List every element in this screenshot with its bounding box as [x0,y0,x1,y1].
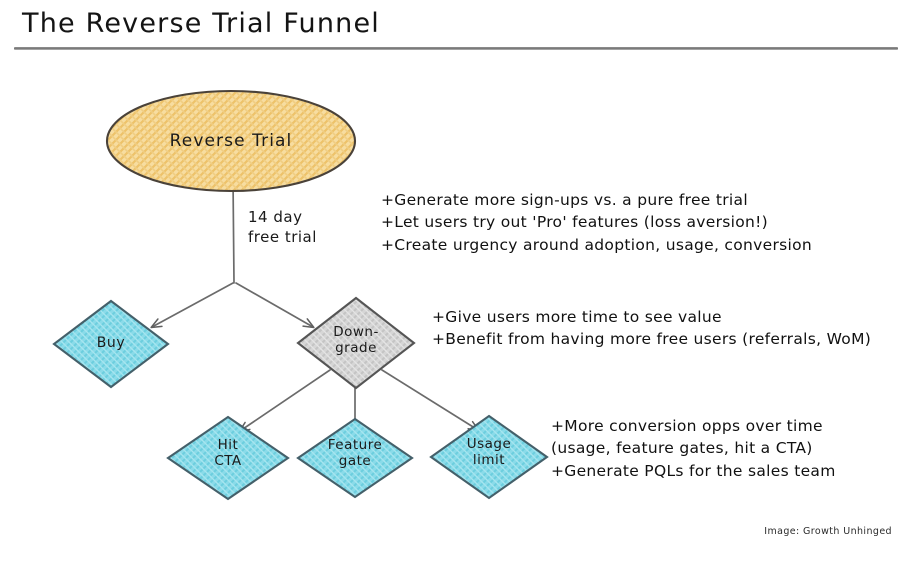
node-buy[interactable] [52,299,170,389]
connectors [150,177,480,434]
edge-root-to-downgrade [235,282,315,329]
annotation-line: +Generate PQLs for the sales team [551,461,836,480]
node-usage-limit[interactable] [429,414,549,500]
node-hit-cta[interactable] [166,415,290,501]
edge-root-to-buy [150,282,234,329]
annotation-line: +Give users more time to see value [432,308,722,326]
edge-downgrade-to-hit-cta [238,369,331,433]
annotation-line: (usage, feature gates, hit a CTA) [551,439,813,458]
image-credit: Image: Growth Unhinged [764,526,892,537]
node-downgrade[interactable] [296,296,416,390]
edge-downgrade-to-usage-limit [381,369,480,432]
annotation-line: +Let users try out 'Pro' features (loss … [381,213,769,232]
node-feature-gate[interactable] [296,417,414,499]
page-title: The Reverse Trial Funnel [22,8,380,39]
annotation-line: +Generate more sign-ups vs. a pure free … [381,191,748,209]
annotation-downgrade-benefits: +Give users more time to see value +Bene… [432,306,871,351]
annotation-line: +More conversion opps over time [551,417,823,435]
annotation-outcome-benefits: +More conversion opps over time (usage, … [551,415,836,482]
title-divider [14,47,898,50]
node-reverse-trial[interactable] [105,89,357,193]
annotation-line: +Benefit from having more free users (re… [432,330,872,349]
edge-label-free-trial: 14 day free trial [248,208,317,247]
annotation-line: +Create urgency around adoption, usage, … [381,235,813,254]
edge-root-stem [232,177,235,284]
annotation-trial-benefits: +Generate more sign-ups vs. a pure free … [381,189,812,256]
